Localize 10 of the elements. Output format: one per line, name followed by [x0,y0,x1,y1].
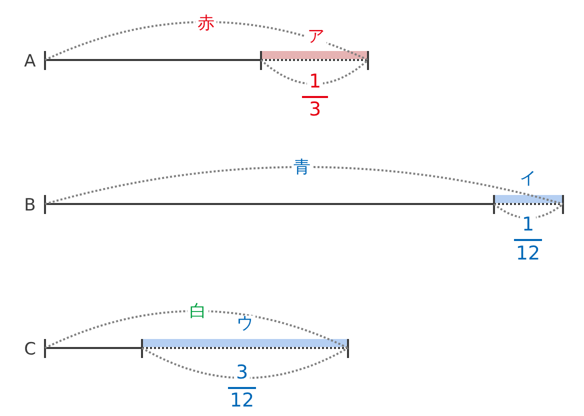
row-label: C [24,342,36,358]
bracket-label: 青 [292,160,312,176]
fraction-denominator: 12 [516,244,540,264]
row-label: B [24,198,36,214]
fraction-denominator: 3 [308,100,322,120]
bracket-label: 白 [188,304,208,320]
segment-label: ア [306,28,326,46]
row-label: A [24,54,36,70]
bracket-label: 赤 [196,16,216,32]
fraction-denominator: 12 [230,392,254,410]
